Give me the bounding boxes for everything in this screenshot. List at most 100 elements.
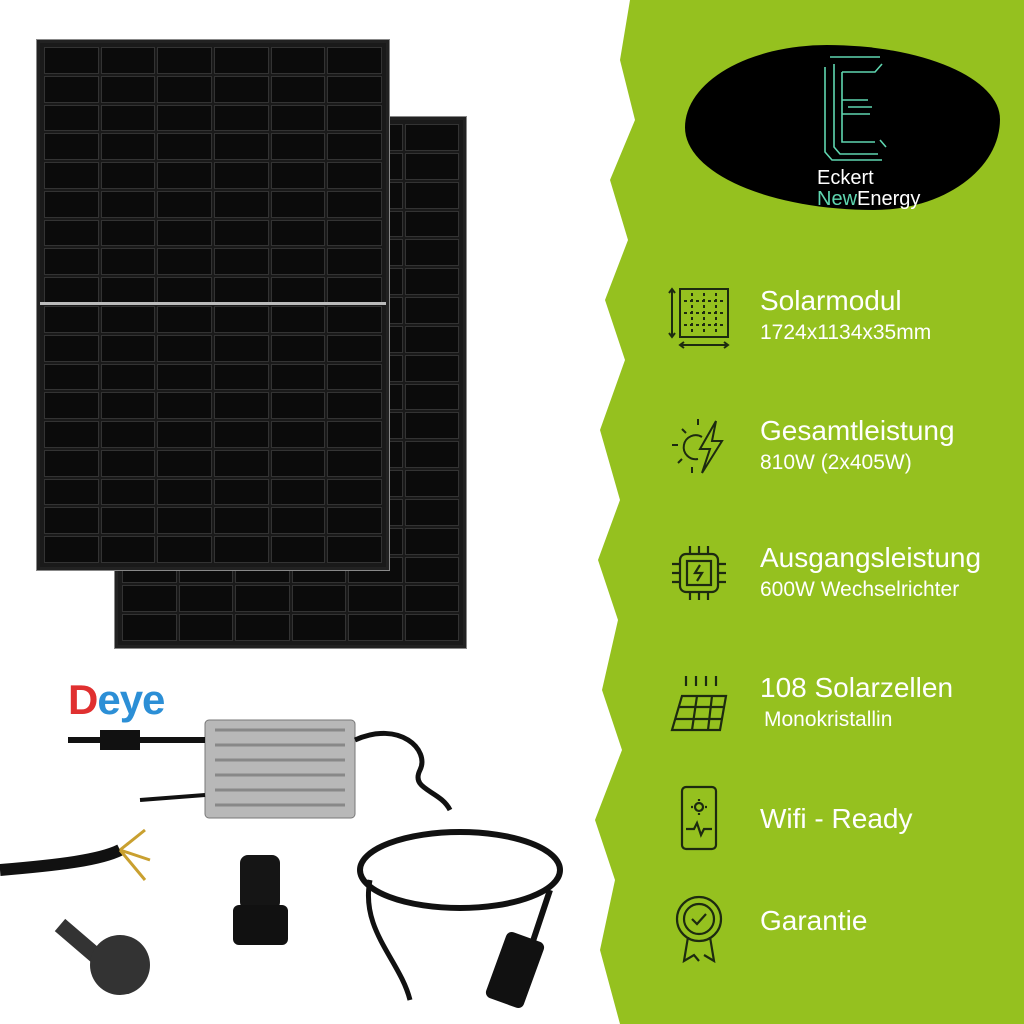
- deye-logo: Deye: [68, 676, 165, 724]
- solar-cell: [122, 585, 177, 613]
- solar-cell: [44, 363, 99, 391]
- solar-cell: [44, 536, 99, 563]
- solar-cell: [404, 498, 459, 526]
- solar-cell: [44, 75, 99, 103]
- solar-cell: [270, 162, 326, 189]
- solar-cell: [122, 614, 177, 641]
- solar-cell: [44, 507, 99, 535]
- solar-cell: [327, 449, 382, 477]
- solar-cell: [214, 507, 269, 535]
- solar-cell: [100, 507, 156, 535]
- chip-lightning-icon: [672, 546, 726, 600]
- solar-cell: [404, 297, 459, 324]
- warranty-badge-icon: [675, 895, 723, 964]
- sun-lightning-icon: [672, 419, 724, 474]
- solar-cell: [100, 248, 156, 276]
- solar-cell: [270, 75, 326, 103]
- solar-panel-front: [36, 39, 390, 571]
- solar-cell: [291, 585, 346, 613]
- solar-cell: [270, 306, 326, 333]
- solar-cell: [214, 162, 269, 189]
- solar-cell: [44, 306, 99, 333]
- feature-subtitle: 1724x1134x35mm: [760, 321, 932, 344]
- microinverter: [68, 719, 453, 819]
- feature-title: Wifi - Ready: [760, 803, 913, 834]
- solar-cell: [157, 133, 212, 161]
- solar-cell: [404, 124, 459, 151]
- solar-cell: [100, 162, 156, 189]
- solar-cell: [327, 363, 382, 391]
- solar-cell: [404, 441, 459, 468]
- solar-cell: [214, 449, 269, 477]
- solar-cell: [157, 277, 212, 304]
- solar-cell: [100, 478, 156, 506]
- solar-cell: [404, 412, 459, 440]
- solar-cell: [44, 421, 99, 448]
- solar-cell: [100, 190, 156, 218]
- solar-cell: [404, 268, 459, 295]
- solar-cell: [327, 478, 382, 506]
- solar-cell: [44, 248, 99, 276]
- solar-cell: [214, 219, 269, 247]
- feature-title: Solarmodul: [760, 285, 902, 316]
- feature-solarmodul: Solarmodul 1724x1134x35mm: [668, 285, 1024, 365]
- solar-cell: [214, 334, 269, 362]
- solar-cell: [270, 47, 326, 74]
- solar-cell: [214, 277, 269, 304]
- solar-cell: [348, 614, 403, 641]
- feature-gesamtleistung: Gesamtleistung 810W (2x405W): [668, 415, 1024, 495]
- solar-cell: [157, 47, 212, 74]
- solar-cell: [157, 507, 212, 535]
- solar-cell: [214, 421, 269, 448]
- solar-cell: [44, 47, 99, 74]
- solar-cell: [327, 248, 382, 276]
- solar-cell: [270, 133, 326, 161]
- solar-cell: [157, 478, 212, 506]
- solar-cell: [100, 392, 156, 420]
- solar-cell: [44, 133, 99, 161]
- solar-cell: [235, 585, 290, 613]
- solar-cell: [157, 248, 212, 276]
- feature-title: Ausgangsleistung: [760, 542, 982, 573]
- solar-cell: [348, 585, 403, 613]
- solar-cell: [100, 306, 156, 333]
- solar-cell: [157, 75, 212, 103]
- connector-cap: [233, 855, 288, 945]
- power-cable: [0, 828, 151, 995]
- brand-line2: Energy: [857, 188, 921, 210]
- solar-cell: [270, 277, 326, 304]
- solar-cell: [157, 449, 212, 477]
- solar-cell: [404, 325, 459, 353]
- solar-cell: [157, 536, 212, 563]
- solar-cell: [100, 421, 156, 448]
- solar-cell: [44, 277, 99, 304]
- solar-cell: [327, 190, 382, 218]
- feature-garantie: Garantie: [668, 893, 1024, 973]
- solar-cell: [214, 133, 269, 161]
- solar-cell: [157, 363, 212, 391]
- solar-cell: [100, 536, 156, 563]
- solar-cell: [44, 190, 99, 218]
- solar-cell: [270, 363, 326, 391]
- feature-wifi: Wifi - Ready: [668, 785, 1024, 865]
- solar-cell: [44, 104, 99, 132]
- solar-cell: [100, 449, 156, 477]
- deye-logo-text: eye: [97, 676, 165, 723]
- solar-cell: [404, 527, 459, 555]
- brand-name: Eckert NewEnergy: [817, 168, 920, 210]
- solar-cell: [404, 383, 459, 411]
- solar-cell: [404, 181, 459, 209]
- solar-cell: [270, 248, 326, 276]
- solar-cell: [157, 104, 212, 132]
- solar-cell: [327, 536, 382, 563]
- solar-cell: [157, 392, 212, 420]
- solar-cell: [291, 614, 346, 641]
- solar-cell: [214, 536, 269, 563]
- solar-cell: [270, 334, 326, 362]
- solar-cell: [270, 190, 326, 218]
- solar-cells-icon: [670, 676, 728, 732]
- solar-cell: [327, 47, 382, 74]
- solar-cell: [327, 104, 382, 132]
- solar-cell: [214, 47, 269, 74]
- solar-cell: [270, 392, 326, 420]
